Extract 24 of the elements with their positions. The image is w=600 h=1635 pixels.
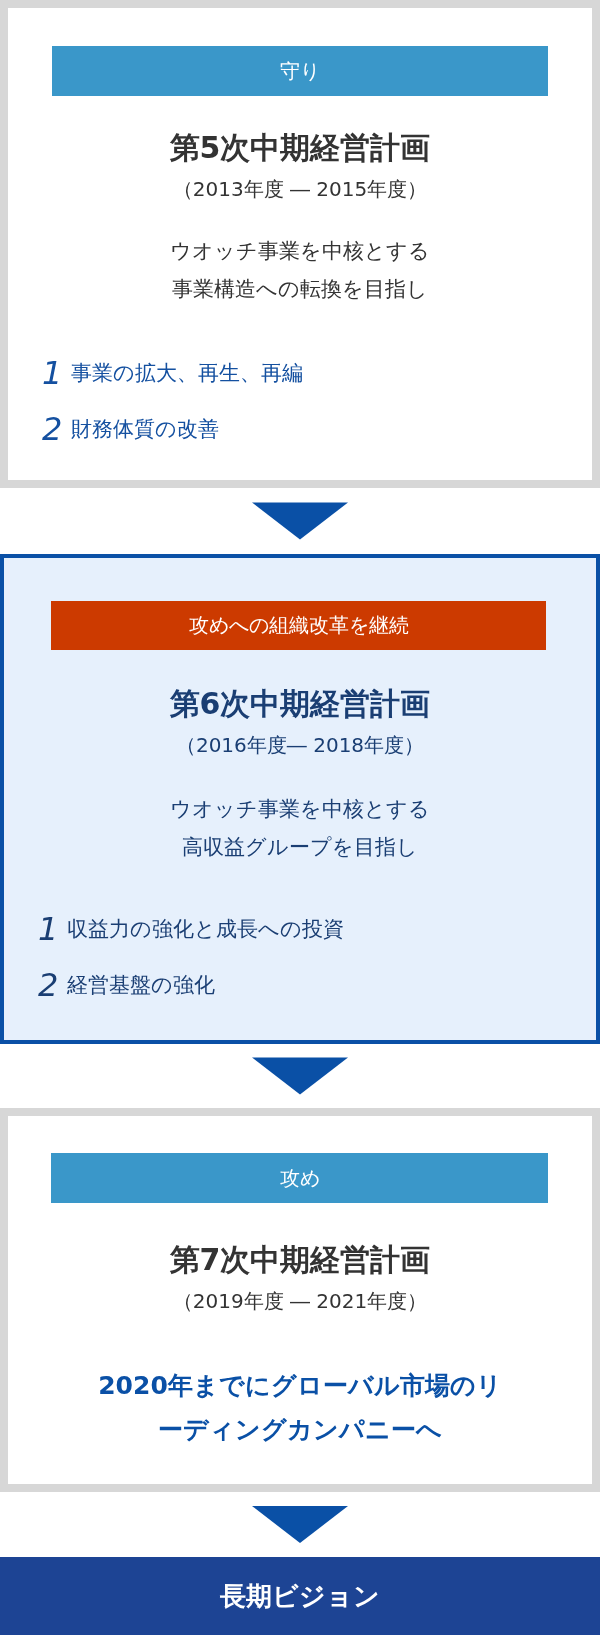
item-text: 事業の拡大、再生、再編 xyxy=(71,360,303,387)
period-text: （2013年度 ― 2015年度） xyxy=(171,176,429,203)
vision-bar: 長期ビジョン xyxy=(0,1557,600,1635)
item-number: 2 xyxy=(38,968,59,1002)
plan-title: 第5次中期経営計画 xyxy=(168,129,432,167)
heading-band: 攻めへの組織改革を継続 xyxy=(51,601,546,650)
plan-title: 第6次中期経営計画 xyxy=(168,685,432,723)
period-text: （2016年度― 2018年度） xyxy=(174,732,426,759)
heading-band: 守り xyxy=(52,46,548,96)
description-text: ウオッチ事業を中核とする高収益グループを目指し xyxy=(169,796,431,861)
item-number: 1 xyxy=(38,912,59,946)
item-text: 経営基盤の強化 xyxy=(67,972,215,999)
plan-title: 第7次中期経営計画 xyxy=(168,1241,432,1279)
item-text: 財務体質の改善 xyxy=(71,416,219,443)
goal-text: 2020年までにグローバル市場のリーディングカンパニーへ xyxy=(97,1370,503,1446)
description-text: ウオッチ事業を中核とする事業構造への転換を目指し xyxy=(169,238,431,303)
plan-panel xyxy=(0,554,600,1044)
plan-panel xyxy=(0,1108,600,1492)
item-number: 2 xyxy=(42,412,63,446)
heading-band: 攻め xyxy=(51,1153,548,1203)
plan-panel xyxy=(0,0,600,488)
period-text: （2019年度 ― 2021年度） xyxy=(171,1288,429,1315)
item-text: 収益力の強化と成長への投資 xyxy=(67,916,344,943)
item-number: 1 xyxy=(42,356,63,390)
